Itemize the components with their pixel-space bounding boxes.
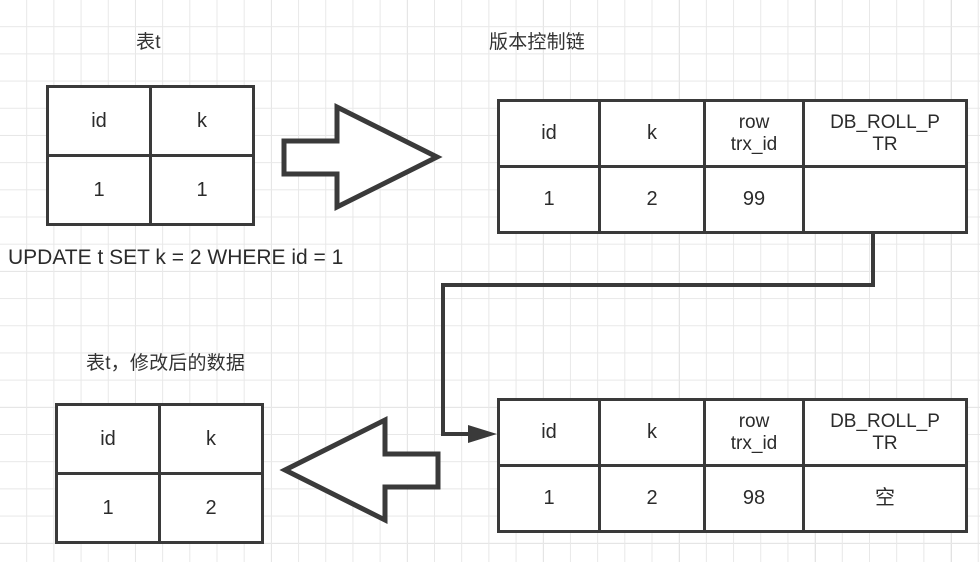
- header-trx-line2: trx_id: [730, 432, 778, 454]
- table-row: 1 2 99: [497, 165, 968, 234]
- block-arrow-left-icon: [279, 415, 441, 525]
- label-table-t: 表t: [136, 32, 161, 53]
- cell-header-id: id: [46, 85, 152, 157]
- cell-header-id: id: [55, 403, 161, 475]
- table-row: 1 2: [55, 472, 264, 544]
- cell-header-db-roll-ptr: DB_ROLL_P TR: [802, 398, 968, 467]
- header-ptr-line2: TR: [872, 133, 898, 155]
- cell-header-row-trx-id: row trx_id: [703, 398, 805, 467]
- cell-value-id: 1: [497, 464, 601, 533]
- cell-value-row-trx-id: 98: [703, 464, 805, 533]
- header-trx-line1: row: [738, 410, 770, 432]
- cell-header-db-roll-ptr: DB_ROLL_P TR: [802, 99, 968, 168]
- header-ptr-line1: DB_ROLL_P: [830, 111, 940, 133]
- table-modified: id k 1 2: [55, 403, 264, 544]
- cell-value-db-roll-ptr: [802, 165, 968, 234]
- header-trx-line1: row: [738, 111, 770, 133]
- table-version-row-old: id k row trx_id DB_ROLL_P TR 1 2 98 空: [497, 398, 968, 533]
- cell-header-k: k: [598, 398, 706, 467]
- table-row-header: id k row trx_id DB_ROLL_P TR: [497, 398, 968, 467]
- cell-value-k: 2: [158, 472, 264, 544]
- connector-arrowhead-icon: [468, 425, 497, 443]
- table-row-header: id k: [46, 85, 255, 157]
- table-original: id k 1 1: [46, 85, 255, 226]
- table-row-header: id k: [55, 403, 264, 475]
- cell-value-k: 2: [598, 165, 706, 234]
- label-table-t-modified: 表t，修改后的数据: [86, 353, 246, 374]
- cell-header-id: id: [497, 99, 601, 168]
- cell-value-id: 1: [55, 472, 161, 544]
- label-version-chain: 版本控制链: [489, 32, 586, 53]
- cell-header-k: k: [149, 85, 255, 157]
- cell-header-k: k: [598, 99, 706, 168]
- cell-value-k: 1: [149, 154, 255, 226]
- cell-value-id: 1: [497, 165, 601, 234]
- header-ptr-line1: DB_ROLL_P: [830, 410, 940, 432]
- cell-header-k: k: [158, 403, 264, 475]
- table-version-row-new: id k row trx_id DB_ROLL_P TR 1 2 99: [497, 99, 968, 234]
- cell-value-db-roll-ptr: 空: [802, 464, 968, 533]
- table-row: 1 2 98 空: [497, 464, 968, 533]
- table-row: 1 1: [46, 154, 255, 226]
- header-trx-line2: trx_id: [730, 133, 778, 155]
- cell-value-row-trx-id: 99: [703, 165, 805, 234]
- header-ptr-line2: TR: [872, 432, 898, 454]
- sql-statement: UPDATE t SET k = 2 WHERE id = 1: [8, 246, 344, 269]
- cell-value-id: 1: [46, 154, 152, 226]
- cell-value-k: 2: [598, 464, 706, 533]
- block-arrow-right-icon: [281, 102, 443, 212]
- cell-header-id: id: [497, 398, 601, 467]
- table-row-header: id k row trx_id DB_ROLL_P TR: [497, 99, 968, 168]
- cell-header-row-trx-id: row trx_id: [703, 99, 805, 168]
